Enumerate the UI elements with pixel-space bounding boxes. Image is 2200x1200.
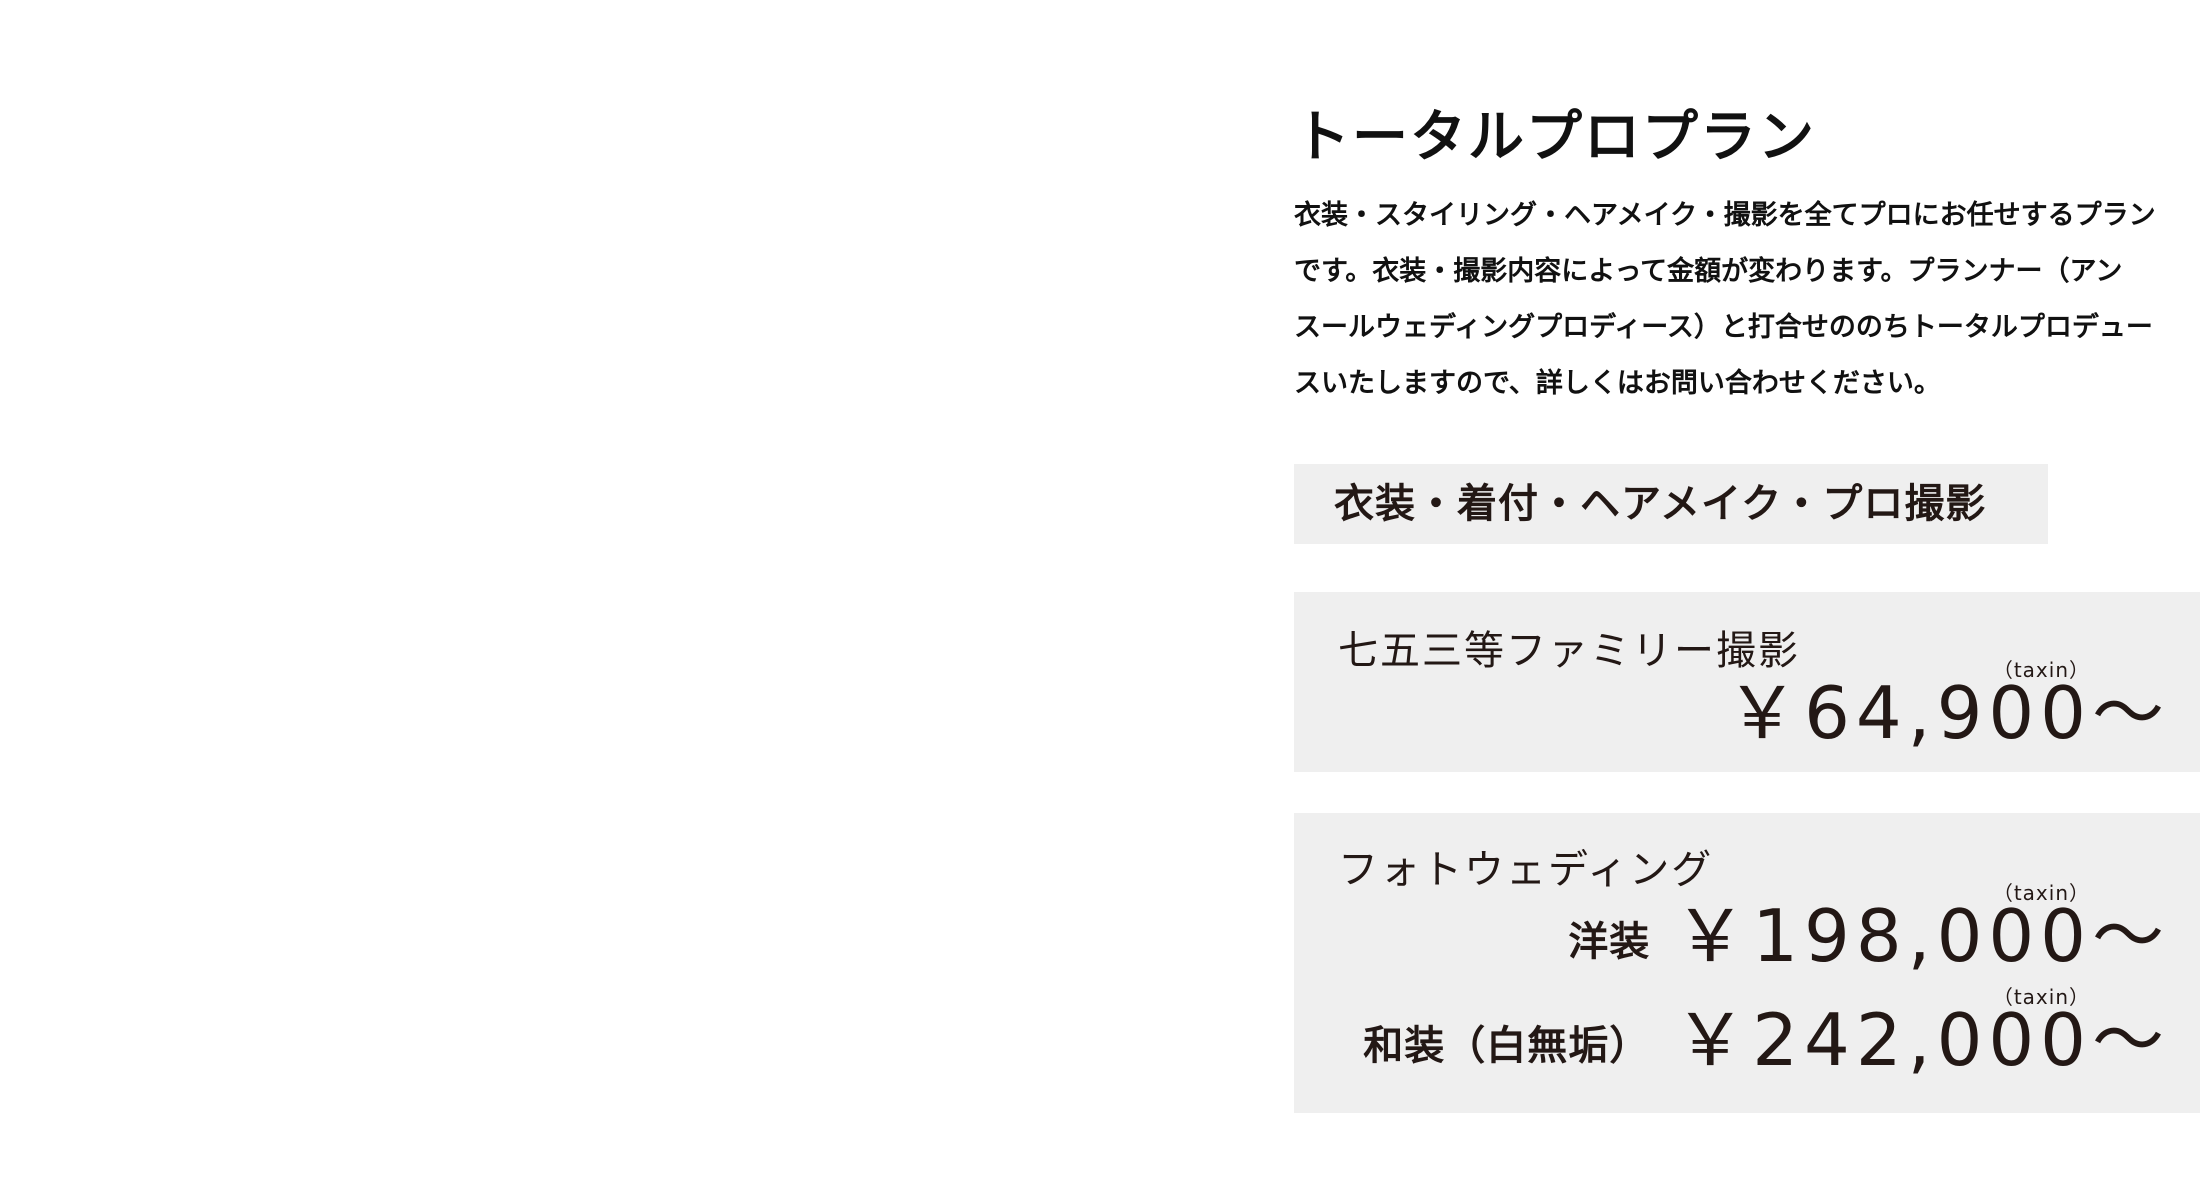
tax-note: （taxin） <box>1992 985 2090 1009</box>
japanese-dress-label: 和装（白無垢） <box>1363 1023 1651 1069</box>
japanese-price-row: 和装（白無垢） ￥242,000～ <box>1363 995 2170 1085</box>
family-price-row: ￥64,900～ <box>1726 668 2170 758</box>
plan-content: トータルプロプラン 衣装・スタイリング・ヘアメイク・撮影を全てプロにお任せするプ… <box>1294 0 2200 1200</box>
wedding-plan-name: フォトウェディング <box>1338 847 1714 893</box>
family-photo-card: 七五三等ファミリー撮影 （taxin） ￥64,900～ <box>1294 592 2200 772</box>
family-plan-name: 七五三等ファミリー撮影 <box>1338 628 1800 674</box>
section-label: 衣装・着付・ヘアメイク・プロ撮影 <box>1294 464 2048 544</box>
western-dress-label: 洋装 <box>1568 919 1651 965</box>
tax-note: （taxin） <box>1992 658 2090 682</box>
japanese-dress-price: ￥242,000～ <box>1674 998 2170 1082</box>
blank-image-area <box>0 0 1290 1200</box>
description-line: です。衣装・撮影内容によって金額が変わります。プランナー（アン <box>1294 256 2123 287</box>
photo-wedding-card: フォトウェディング （taxin） 洋装 ￥198,000～ （taxin） 和… <box>1294 813 2200 1113</box>
description-line: 衣装・スタイリング・ヘアメイク・撮影を全てプロにお任せするプラン <box>1294 200 2156 231</box>
page-title: トータルプロプラン <box>1294 105 1816 170</box>
description-line: スールウェディングプロディース）と打合せののちトータルプロデュー <box>1294 312 2153 343</box>
tax-note: （taxin） <box>1992 881 2090 905</box>
plan-description: 衣装・スタイリング・ヘアメイク・撮影を全てプロにお任せするプラン です。衣装・撮… <box>1294 188 2194 412</box>
description-line: スいたしますので、詳しくはお問い合わせください。 <box>1294 368 1941 399</box>
western-dress-price: ￥198,000～ <box>1674 894 2170 978</box>
family-price: ￥64,900～ <box>1726 671 2170 755</box>
western-price-row: 洋装 ￥198,000～ <box>1568 891 2170 981</box>
